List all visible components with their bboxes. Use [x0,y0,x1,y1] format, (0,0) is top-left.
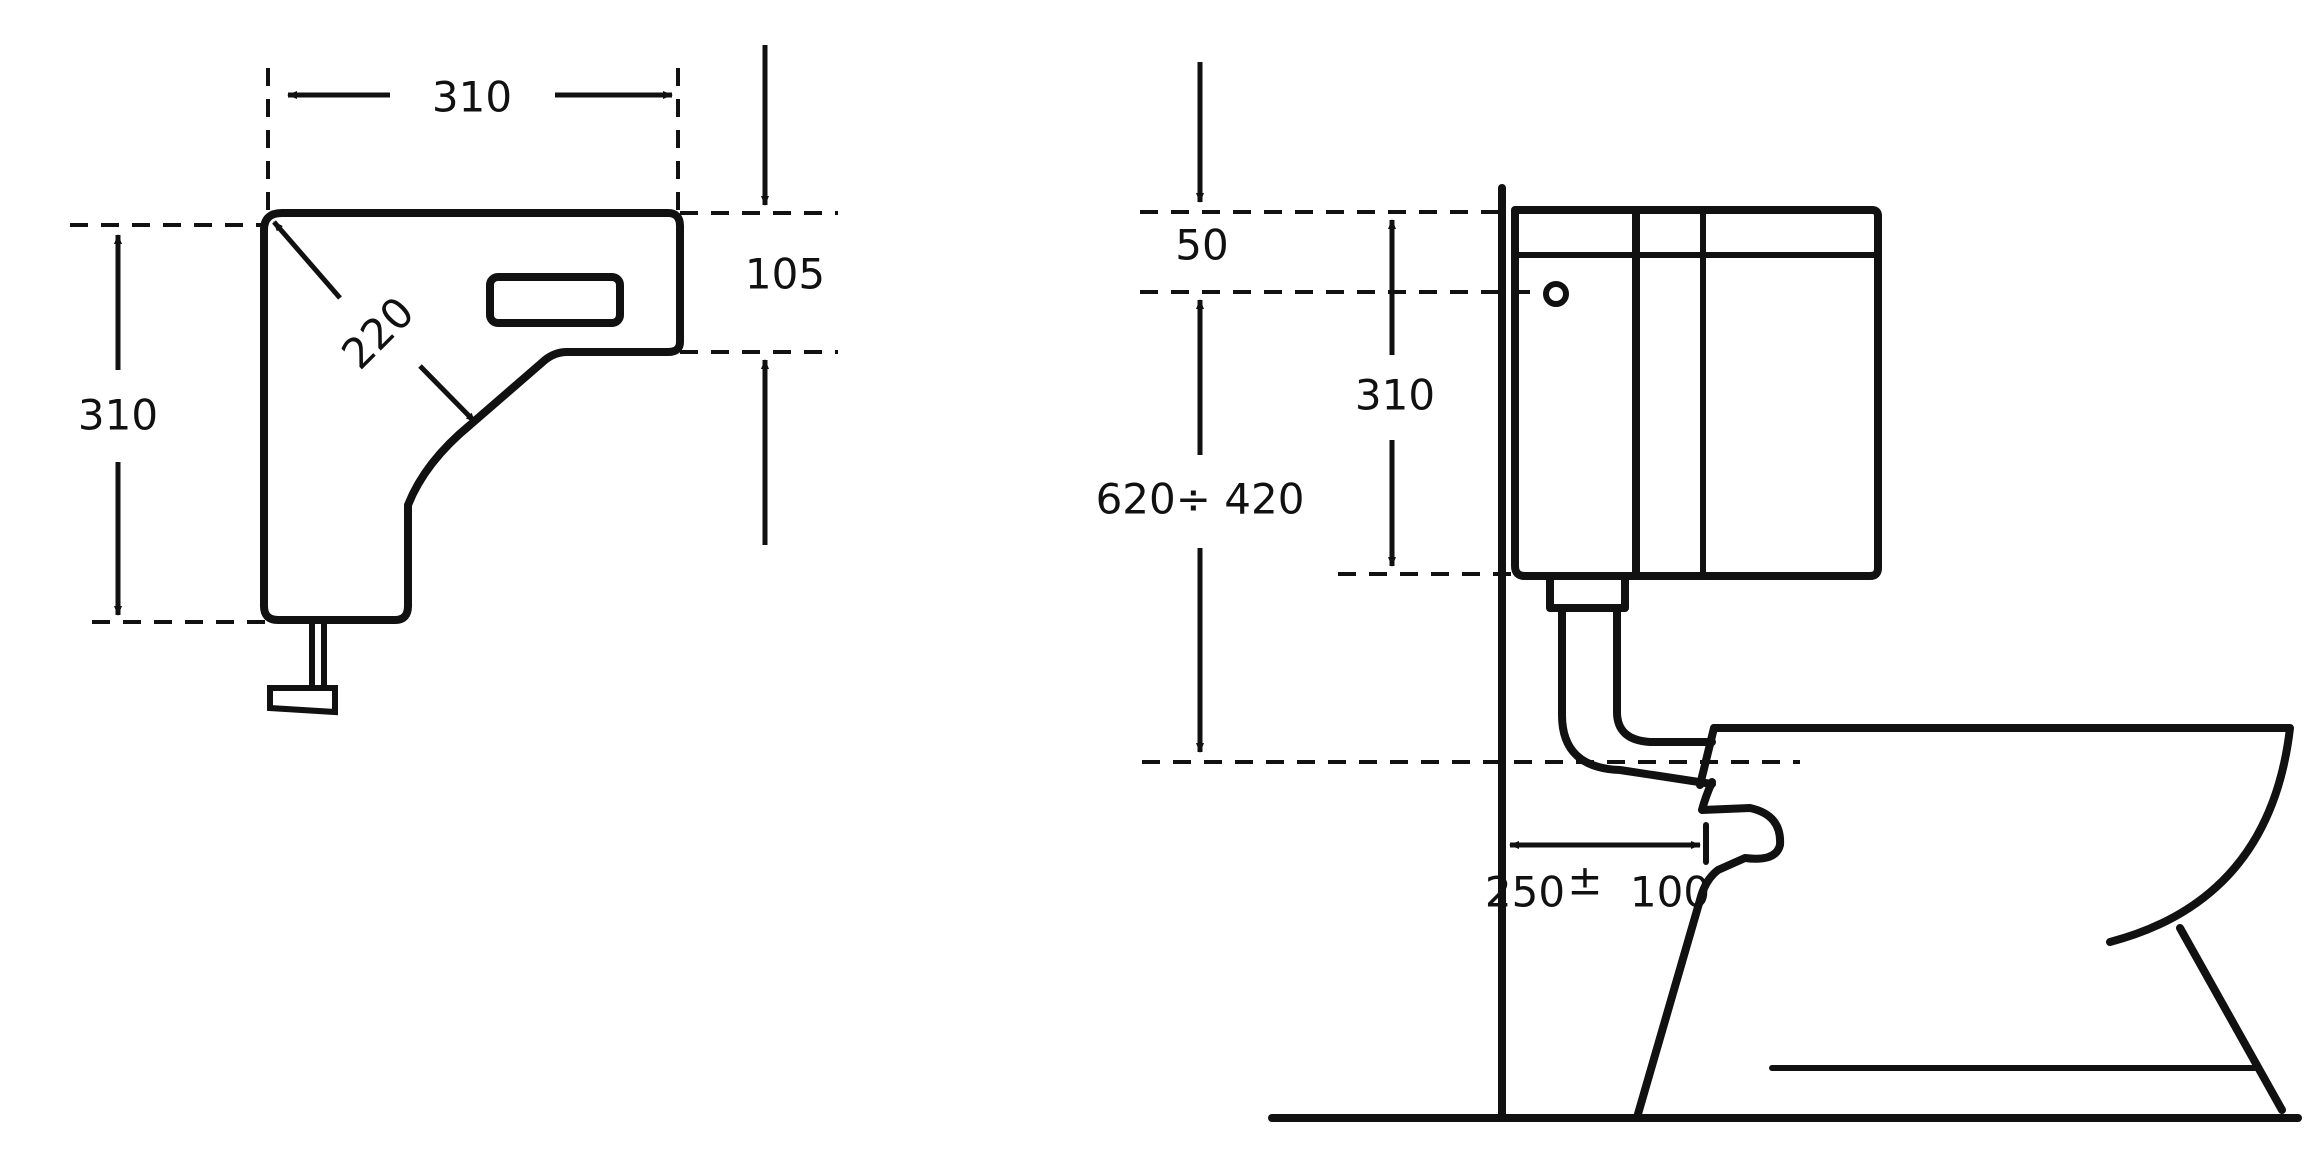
width-label: 310 [432,73,512,122]
wall-offset-label: 250 [1485,868,1565,917]
depth-label: 310 [78,391,158,440]
dim-arrow [418,364,477,424]
valve-icon [267,619,338,716]
wall-offset-tolerance: 100 [1630,868,1710,917]
flush-lever-icon [1543,281,1569,307]
tank-height-label: 310 [1355,371,1435,420]
diagonal-label: 220 [332,287,423,378]
dim-arrow [272,220,342,300]
tank-outline-top-view [260,209,684,624]
top-view: 310 310 220 105 [70,45,838,716]
flush-button [486,273,624,327]
top-gap-label: 50 [1175,221,1228,270]
offset-label: 105 [745,250,825,299]
wall-offset-pm: ± [1567,856,1602,905]
cistern [1511,206,1882,580]
toilet-bowl [1634,724,2294,1118]
flush-pipe [1546,576,1716,788]
mount-height-label: 620÷ 420 [1096,475,1305,524]
side-view: 50 620÷ 420 310 250 ± 100 [1096,62,2302,1122]
